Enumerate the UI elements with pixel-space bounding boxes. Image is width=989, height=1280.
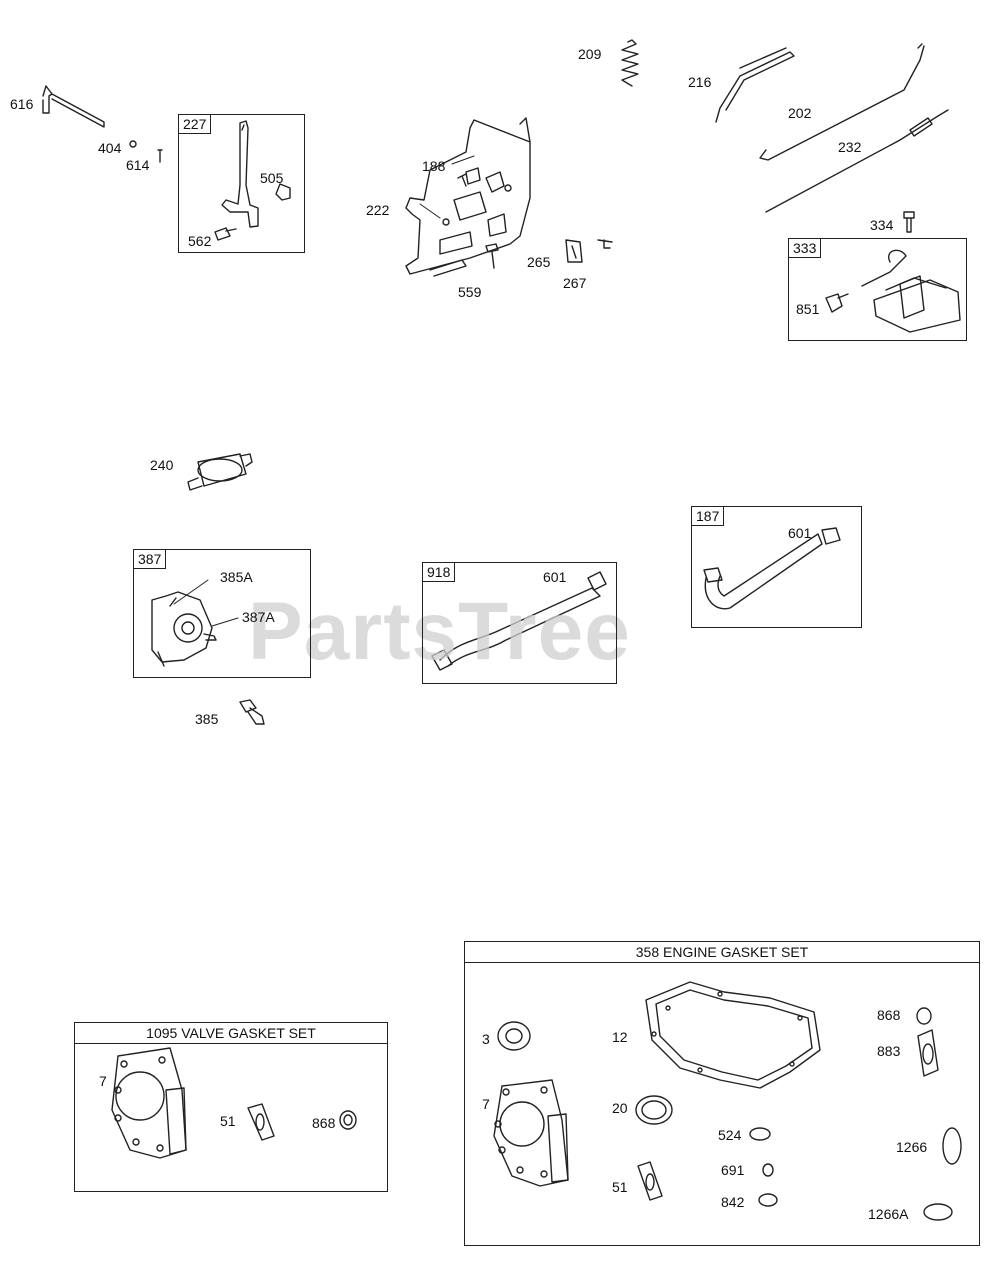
watermark: PartsTree <box>248 586 631 677</box>
engine-kit-oil-seal <box>497 1021 531 1051</box>
engine-kit-callout-e1266: 1266 <box>896 1139 928 1155</box>
part-265-clip <box>565 239 583 263</box>
callout-c209: 209 <box>578 46 602 62</box>
assembly-box333: 333 <box>788 238 967 341</box>
part-202-rod <box>759 43 925 161</box>
part-267-screw <box>597 239 613 249</box>
part-232-cable <box>765 109 949 213</box>
engine-kit-callout-e691: 691 <box>721 1162 745 1178</box>
callout-c267: 267 <box>563 275 587 291</box>
part-216-link <box>715 47 795 123</box>
engine-kit-sump-gasket <box>645 981 821 1089</box>
callout-c562: 562 <box>188 233 212 249</box>
engine-kit-o-ring-1266A <box>923 1203 953 1221</box>
valve-kit-callout-v7: 7 <box>99 1073 107 1089</box>
part-559-screw <box>485 243 499 269</box>
callout-c222: 222 <box>366 202 390 218</box>
engine-kit-callout-e3: 3 <box>482 1031 490 1047</box>
leader-lines <box>173 155 475 627</box>
part-222-bracket <box>405 117 531 277</box>
part-387-pump <box>151 591 217 667</box>
part-616-rod <box>42 85 105 128</box>
engine-kit-o-ring-524 <box>749 1127 771 1141</box>
callout-c265: 265 <box>527 254 551 270</box>
part-404-washer <box>129 140 137 148</box>
callout-c202: 202 <box>788 105 812 121</box>
assembly-tag-227: 227 <box>179 115 212 134</box>
callout-c505: 505 <box>260 170 284 186</box>
part-385-screw <box>239 699 265 725</box>
assembly-tag-918: 918 <box>423 563 456 582</box>
valve-kit-seal <box>339 1110 357 1130</box>
assembly-box227: 227 <box>178 114 305 253</box>
assembly-tag-333: 333 <box>789 239 822 258</box>
callout-c601b: 601 <box>788 525 812 541</box>
part-918-fuel-line <box>431 571 607 671</box>
engine-gasket-set-title: 358 ENGINE GASKET SET <box>465 942 979 963</box>
engine-kit-gasket-51 <box>637 1161 663 1201</box>
engine-kit-gasket-883 <box>917 1029 939 1077</box>
engine-kit-callout-e1266A: 1266A <box>868 1206 909 1222</box>
part-333-module <box>825 249 961 333</box>
assembly-tag-387: 387 <box>134 550 167 569</box>
valve-gasket-set-box: 1095 VALVE GASKET SET <box>74 1022 388 1192</box>
assembly-box187: 187 <box>691 506 862 628</box>
valve-kit-callout-v51: 51 <box>220 1113 236 1129</box>
engine-kit-callout-e524: 524 <box>718 1127 742 1143</box>
callout-c851: 851 <box>796 301 820 317</box>
part-334-bolt <box>903 211 915 233</box>
engine-gasket-set-box: 358 ENGINE GASKET SET <box>464 941 980 1246</box>
part-614-pin <box>157 149 163 163</box>
engine-kit-o-ring-20 <box>635 1095 673 1125</box>
engine-kit-callout-e12: 12 <box>612 1029 628 1045</box>
part-187-fuel-line <box>703 527 841 610</box>
assembly-box918: 918 <box>422 562 617 684</box>
engine-kit-callout-e7: 7 <box>482 1096 490 1112</box>
part-188-screw <box>457 173 467 187</box>
callout-c404: 404 <box>98 140 122 156</box>
callout-c216: 216 <box>688 74 712 90</box>
valve-kit-intake-gasket <box>247 1103 275 1141</box>
callout-c601a: 601 <box>543 569 567 585</box>
part-240-filter <box>187 453 253 491</box>
callout-c232: 232 <box>838 139 862 155</box>
engine-kit-callout-e20: 20 <box>612 1100 628 1116</box>
callout-c240: 240 <box>150 457 174 473</box>
callout-c559: 559 <box>458 284 482 300</box>
engine-kit-callout-e868: 868 <box>877 1007 901 1023</box>
callout-c614: 614 <box>126 157 150 173</box>
engine-kit-head-gasket <box>493 1079 569 1187</box>
part-209-spring <box>621 39 639 87</box>
callout-c188: 188 <box>422 158 446 174</box>
engine-kit-washer-691 <box>762 1163 774 1177</box>
valve-gasket-set-title: 1095 VALVE GASKET SET <box>75 1023 387 1044</box>
engine-kit-callout-e51: 51 <box>612 1179 628 1195</box>
callout-c334: 334 <box>870 217 894 233</box>
engine-kit-callout-e842: 842 <box>721 1194 745 1210</box>
callout-c616: 616 <box>10 96 34 112</box>
valve-kit-head-gasket <box>111 1047 187 1159</box>
callout-c385: 385 <box>195 711 219 727</box>
part-227-lever <box>214 120 291 241</box>
assembly-box387: 387 <box>133 549 311 678</box>
engine-kit-seal-868 <box>916 1007 932 1025</box>
engine-kit-o-ring-842 <box>758 1193 778 1207</box>
callout-c387A: 387A <box>242 609 275 625</box>
assembly-tag-187: 187 <box>692 507 725 526</box>
valve-kit-callout-v868: 868 <box>312 1115 336 1131</box>
engine-kit-callout-e883: 883 <box>877 1043 901 1059</box>
callout-c385A: 385A <box>220 569 253 585</box>
engine-kit-o-ring-1266 <box>942 1127 962 1165</box>
